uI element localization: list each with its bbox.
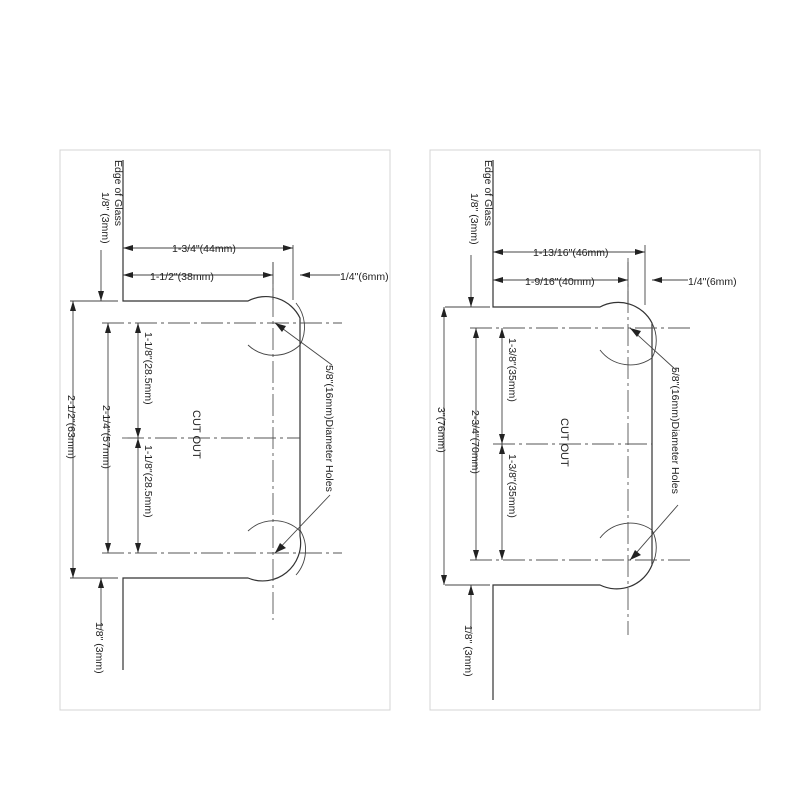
right-top-gap-label: 1/8" (3mm) [468,193,480,245]
right-holes-label: 5/8"(16mm)Diameter Holes [669,367,681,494]
right-height-mid-label: 2-3/4"(70mm) [469,410,481,474]
left-width-inner-label: 1-1/2"(38mm) [150,271,214,283]
left-hole-leader-lower [274,494,331,554]
left-top-gap-label: 1/8" (3mm) [99,192,111,244]
left-hole-leader-upper [274,322,333,366]
left-width-outer-label: 1-3/4"(44mm) [172,243,236,255]
right-edge-of-glass-label: Edge of Glass [482,160,494,226]
left-lower-hole [295,529,306,576]
left-holes-label: 5/8"(16mm)Diameter Holes [323,365,335,492]
right-upper-hole [651,322,657,359]
left-offset-label: 1/4"(6mm) [340,271,389,283]
left-lower-half-label: 1-1/8"(28.5mm) [142,445,154,518]
left-cutout-label: CUT OUT [190,410,202,459]
left-height-mid-label: 2-1/4"(57mm) [100,405,112,469]
right-offset-label: 1/4"(6mm) [688,276,737,288]
left-upper-hole [295,302,305,346]
left-bottom-gap-label: 1/8" (3mm) [93,622,105,674]
right-panel-frame [429,149,761,711]
right-lower-half-label: 1-3/8"(35mm) [506,454,518,518]
right-width-inner-label: 1-9/16"(40mm) [525,276,595,288]
left-panel-frame [59,149,391,711]
right-diagram: Edge of Glass 1/8" (3mm) 1-13/16"(46mm) … [435,160,737,700]
right-width-outer-label: 1-13/16"(46mm) [533,247,609,259]
right-bottom-gap-label: 1/8" (3mm) [462,625,474,677]
left-edge-of-glass-label: Edge of Glass [112,160,124,226]
right-upper-half-label: 1-3/8"(35mm) [506,338,518,402]
left-upper-half-label: 1-1/8"(28.5mm) [142,332,154,405]
left-cutout-outline [122,160,302,670]
left-diagram: Edge of Glass 1/8" (3mm) 1-3/4"(44mm) 1-… [65,160,389,674]
right-hole-leader-lower [629,504,679,561]
right-height-total-label: 3"(76mm) [435,407,447,453]
left-height-total-label: 2-1/2"(63mm) [65,395,77,459]
right-cutout-label: CUT OUT [558,418,570,467]
